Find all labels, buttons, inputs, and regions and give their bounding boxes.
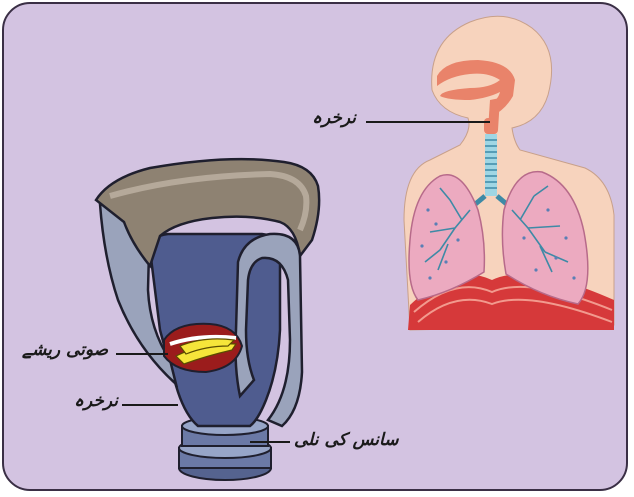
leader-vocal-cords bbox=[116, 353, 168, 355]
leader-body-larynx bbox=[366, 121, 490, 123]
label-body-larynx: نرخرہ bbox=[312, 110, 356, 127]
label-vocal-cords: صوتی ریشے bbox=[22, 342, 108, 359]
label-larynx: نرخرہ bbox=[74, 393, 118, 410]
label-windpipe: سانس کی نلی bbox=[294, 432, 398, 449]
leader-larynx bbox=[122, 404, 178, 406]
leader-windpipe bbox=[250, 441, 290, 443]
